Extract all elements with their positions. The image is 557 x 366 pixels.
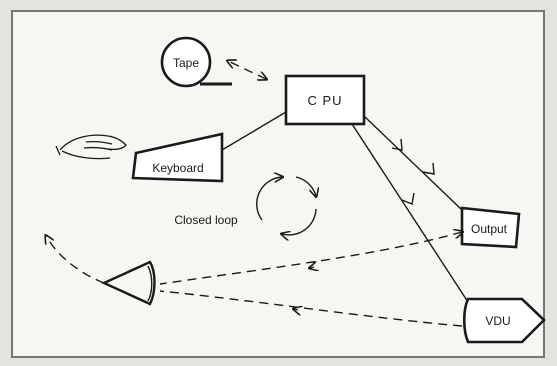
- closed-loop-label: Closed loop: [174, 213, 238, 227]
- output-node: Output: [460, 206, 521, 249]
- tape-reel-icon: [160, 36, 212, 88]
- vdu-shape: [462, 297, 546, 344]
- vdu-label: VDU: [485, 314, 510, 328]
- cycle-arrows-icon: [256, 177, 316, 235]
- output-eye-path: [159, 232, 462, 285]
- cpu-label: C PU: [307, 93, 342, 108]
- keyboard-label: Keyboard: [152, 161, 203, 175]
- cpu-output-arrowhead-2: [422, 162, 435, 175]
- output-eye-arrow: [310, 267, 314, 268]
- cpu-vdu-arrowhead: [401, 192, 415, 205]
- keyboard-node: Keyboard: [131, 132, 224, 183]
- vdu-node: VDU: [462, 297, 546, 344]
- cpu-box: [284, 74, 366, 126]
- tape-label: Tape: [173, 56, 199, 70]
- hand-icon: [55, 134, 127, 160]
- eye-brain-path: [46, 236, 105, 284]
- eye-icon: [101, 260, 156, 306]
- vdu-eye-path: [159, 290, 463, 327]
- dashed-connections: [46, 61, 463, 327]
- tape-node: Tape: [160, 36, 232, 88]
- solid-connections: [221, 111, 469, 303]
- keyboard-cpu-line: [221, 111, 287, 151]
- cpu-output-arrowhead-1: [391, 138, 403, 151]
- cpu-node: C PU: [284, 74, 366, 126]
- keyboard-shape: [131, 132, 224, 183]
- tape-cpu-link: [228, 61, 266, 79]
- vdu-eye-arrow: [294, 309, 298, 310]
- cpu-output-line: [363, 115, 463, 211]
- diagram-panel: [11, 10, 545, 358]
- cpu-vdu-line: [351, 123, 469, 303]
- output-label: Output: [471, 222, 508, 236]
